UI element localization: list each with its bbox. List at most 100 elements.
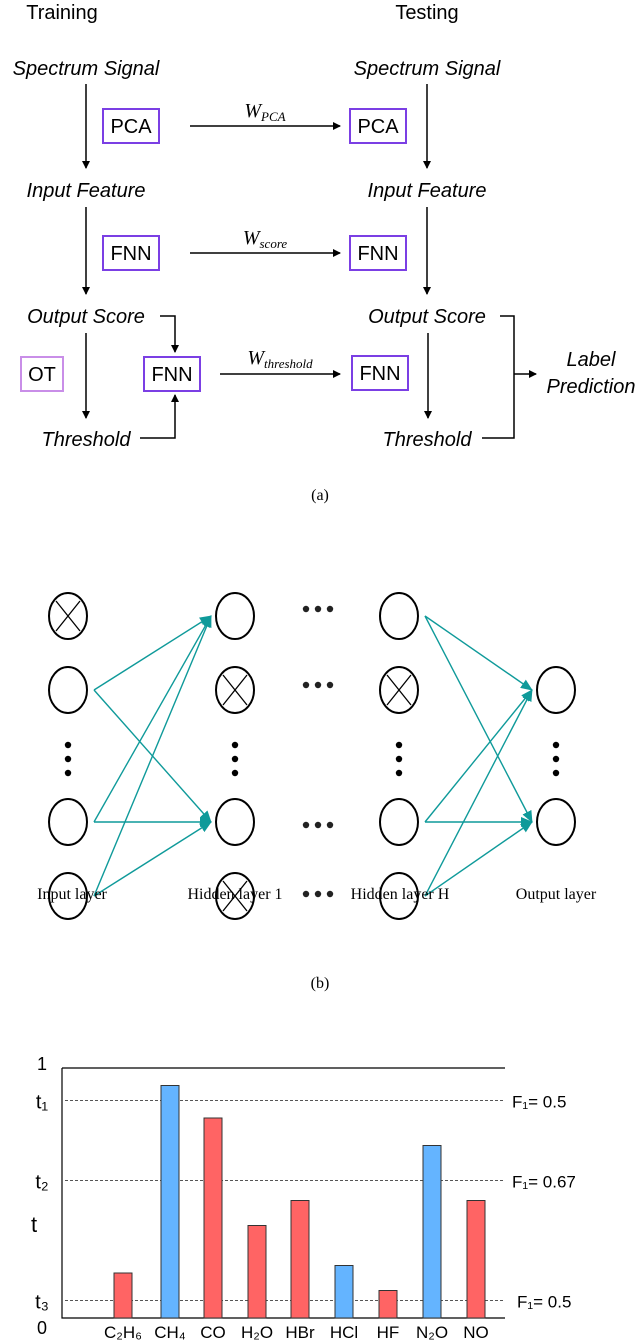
horizontal-ellipsis-dot: [326, 821, 334, 829]
connection-arrow: [424, 689, 533, 823]
train-fnn-threshold-box: [143, 356, 201, 392]
neuron: [536, 798, 576, 846]
horizontal-ellipsis-dot: [314, 821, 322, 829]
train-fnn-threshold-label: FNN: [151, 364, 192, 386]
horizontal-ellipsis-dot: [302, 821, 310, 829]
vertical-ellipsis-dot: [395, 741, 403, 749]
neuron: [379, 872, 419, 920]
neuron: [215, 798, 255, 846]
test-fnn-score-box: [349, 235, 407, 271]
vertical-ellipsis-dot: [64, 769, 72, 777]
test-threshold: Threshold: [383, 429, 473, 451]
test-fnn-threshold-box: [351, 355, 409, 391]
dropout-cross-icon: [222, 880, 248, 912]
connection-arrow: [93, 615, 212, 823]
f1-annotation: F₁= 0.5: [512, 1093, 566, 1112]
vertical-ellipsis-dot: [231, 755, 239, 763]
panel-b-network: [48, 592, 576, 920]
f1-annotation: F₁= 0.67: [512, 1173, 576, 1192]
neuron: [48, 872, 88, 920]
ot-box: [20, 356, 64, 392]
x-tick-label: NO: [463, 1323, 489, 1342]
neuron: [48, 666, 88, 714]
bar-2: [203, 1117, 223, 1319]
vertical-ellipsis-dot: [64, 741, 72, 749]
caption-a: (a): [311, 487, 329, 504]
bar-7: [422, 1145, 442, 1319]
label-prediction-line1: Label: [567, 349, 616, 371]
vertical-ellipsis-dot: [231, 741, 239, 749]
hidden-layer-1-label: Hidden layer 1: [187, 886, 282, 903]
dropout-cross-icon: [55, 600, 81, 632]
train-output-score: Output Score: [27, 306, 145, 328]
connection-arrow: [93, 821, 212, 897]
vertical-ellipsis-dot: [552, 769, 560, 777]
x-tick-label: HCl: [330, 1323, 358, 1342]
w-score-label: Wscore: [243, 227, 288, 251]
x-tick-label: C₂H₆: [104, 1323, 142, 1342]
horizontal-ellipsis-dot: [314, 605, 322, 613]
neuron: [215, 592, 255, 640]
x-tick-label: N₂O: [416, 1323, 448, 1342]
neuron: [536, 666, 576, 714]
test-pca-box: [349, 108, 407, 144]
threshold-tick-label: t₂: [35, 1172, 48, 1194]
vertical-ellipsis-dot: [395, 755, 403, 763]
test-pca-label: PCA: [357, 116, 399, 138]
horizontal-ellipsis-dot: [302, 681, 310, 689]
neuron: [48, 798, 88, 846]
vertical-ellipsis-dot: [231, 769, 239, 777]
horizontal-ellipsis-dot: [314, 890, 322, 898]
test-fnn-score-label: FNN: [357, 243, 398, 265]
train-pca-box: [102, 108, 160, 144]
horizontal-ellipsis-dot: [326, 681, 334, 689]
vertical-ellipsis-dot: [552, 741, 560, 749]
threshold-tick-label: t₃: [35, 1292, 49, 1314]
dropout-cross-icon: [386, 674, 412, 706]
horizontal-ellipsis-dot: [326, 605, 334, 613]
x-tick-label: HBr: [285, 1323, 315, 1342]
connection-arrow: [93, 615, 212, 691]
connection-arrow: [424, 615, 533, 691]
train-fnn-score-label: FNN: [110, 243, 151, 265]
train-threshold: Threshold: [42, 429, 132, 451]
horizontal-ellipsis-dot: [302, 605, 310, 613]
connection-arrow: [424, 689, 533, 897]
bar-8: [466, 1200, 486, 1319]
train-spectrum-signal: Spectrum Signal: [13, 58, 160, 80]
train-fnn-score-box: [102, 235, 160, 271]
connection-arrow: [93, 615, 212, 897]
test-fnn-threshold-label: FNN: [359, 363, 400, 385]
bar-3: [247, 1225, 267, 1319]
bar-0: [113, 1272, 133, 1319]
train-pca-label: PCA: [110, 116, 152, 138]
neuron: [379, 592, 419, 640]
flow-arrows: [82, 84, 537, 439]
testing-title: Testing: [395, 2, 458, 24]
training-title: Training: [26, 2, 98, 24]
test-output-score: Output Score: [368, 306, 486, 328]
x-tick-label: CH₄: [154, 1323, 186, 1342]
train-input-feature: Input Feature: [27, 180, 146, 202]
vertical-ellipsis-dot: [552, 755, 560, 763]
input-layer-label: Input layer: [37, 886, 107, 903]
horizontal-ellipsis-dot: [326, 890, 334, 898]
bar-6: [378, 1290, 398, 1319]
connection-arrow: [424, 821, 533, 897]
vertical-ellipsis-dot: [64, 755, 72, 763]
vertical-ellipsis-dot: [395, 769, 403, 777]
test-input-feature: Input Feature: [368, 180, 487, 202]
horizontal-ellipsis-dot: [314, 681, 322, 689]
threshold-tick-label: t₁: [36, 1092, 49, 1114]
caption-b: (b): [311, 975, 330, 992]
panel-a-flowchart: Training Testing Spectrum Signal Spectru…: [13, 2, 636, 451]
y-tick-label: 0: [37, 1318, 47, 1338]
output-layer-label: Output layer: [516, 886, 597, 903]
connection-arrow: [424, 615, 533, 823]
y-tick-label: 1: [37, 1054, 47, 1074]
label-prediction-line2: Prediction: [547, 376, 636, 398]
x-tick-label: CO: [200, 1323, 226, 1342]
bar-1: [160, 1085, 180, 1319]
